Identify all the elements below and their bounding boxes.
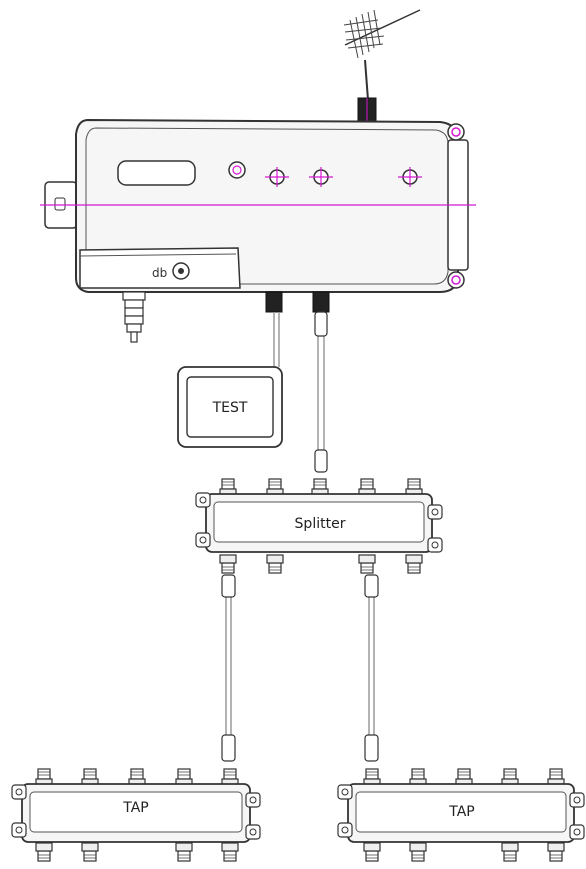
cable-boots [221,311,379,762]
svg-text:db: db [152,266,167,280]
antenna-icon [343,9,421,123]
tap-right-label: TAP [448,804,474,820]
test-box: TEST [177,366,283,448]
tap-left-label: TAP [122,800,148,816]
splitter-device: Splitter [195,478,443,574]
amplifier-device: db [40,118,476,343]
tap-device-right: TAP [337,768,585,862]
splitter-label: Splitter [295,516,346,532]
test-label: TEST [212,400,248,416]
tap-device-left: TAP [11,768,261,862]
coax-cables [225,312,375,735]
